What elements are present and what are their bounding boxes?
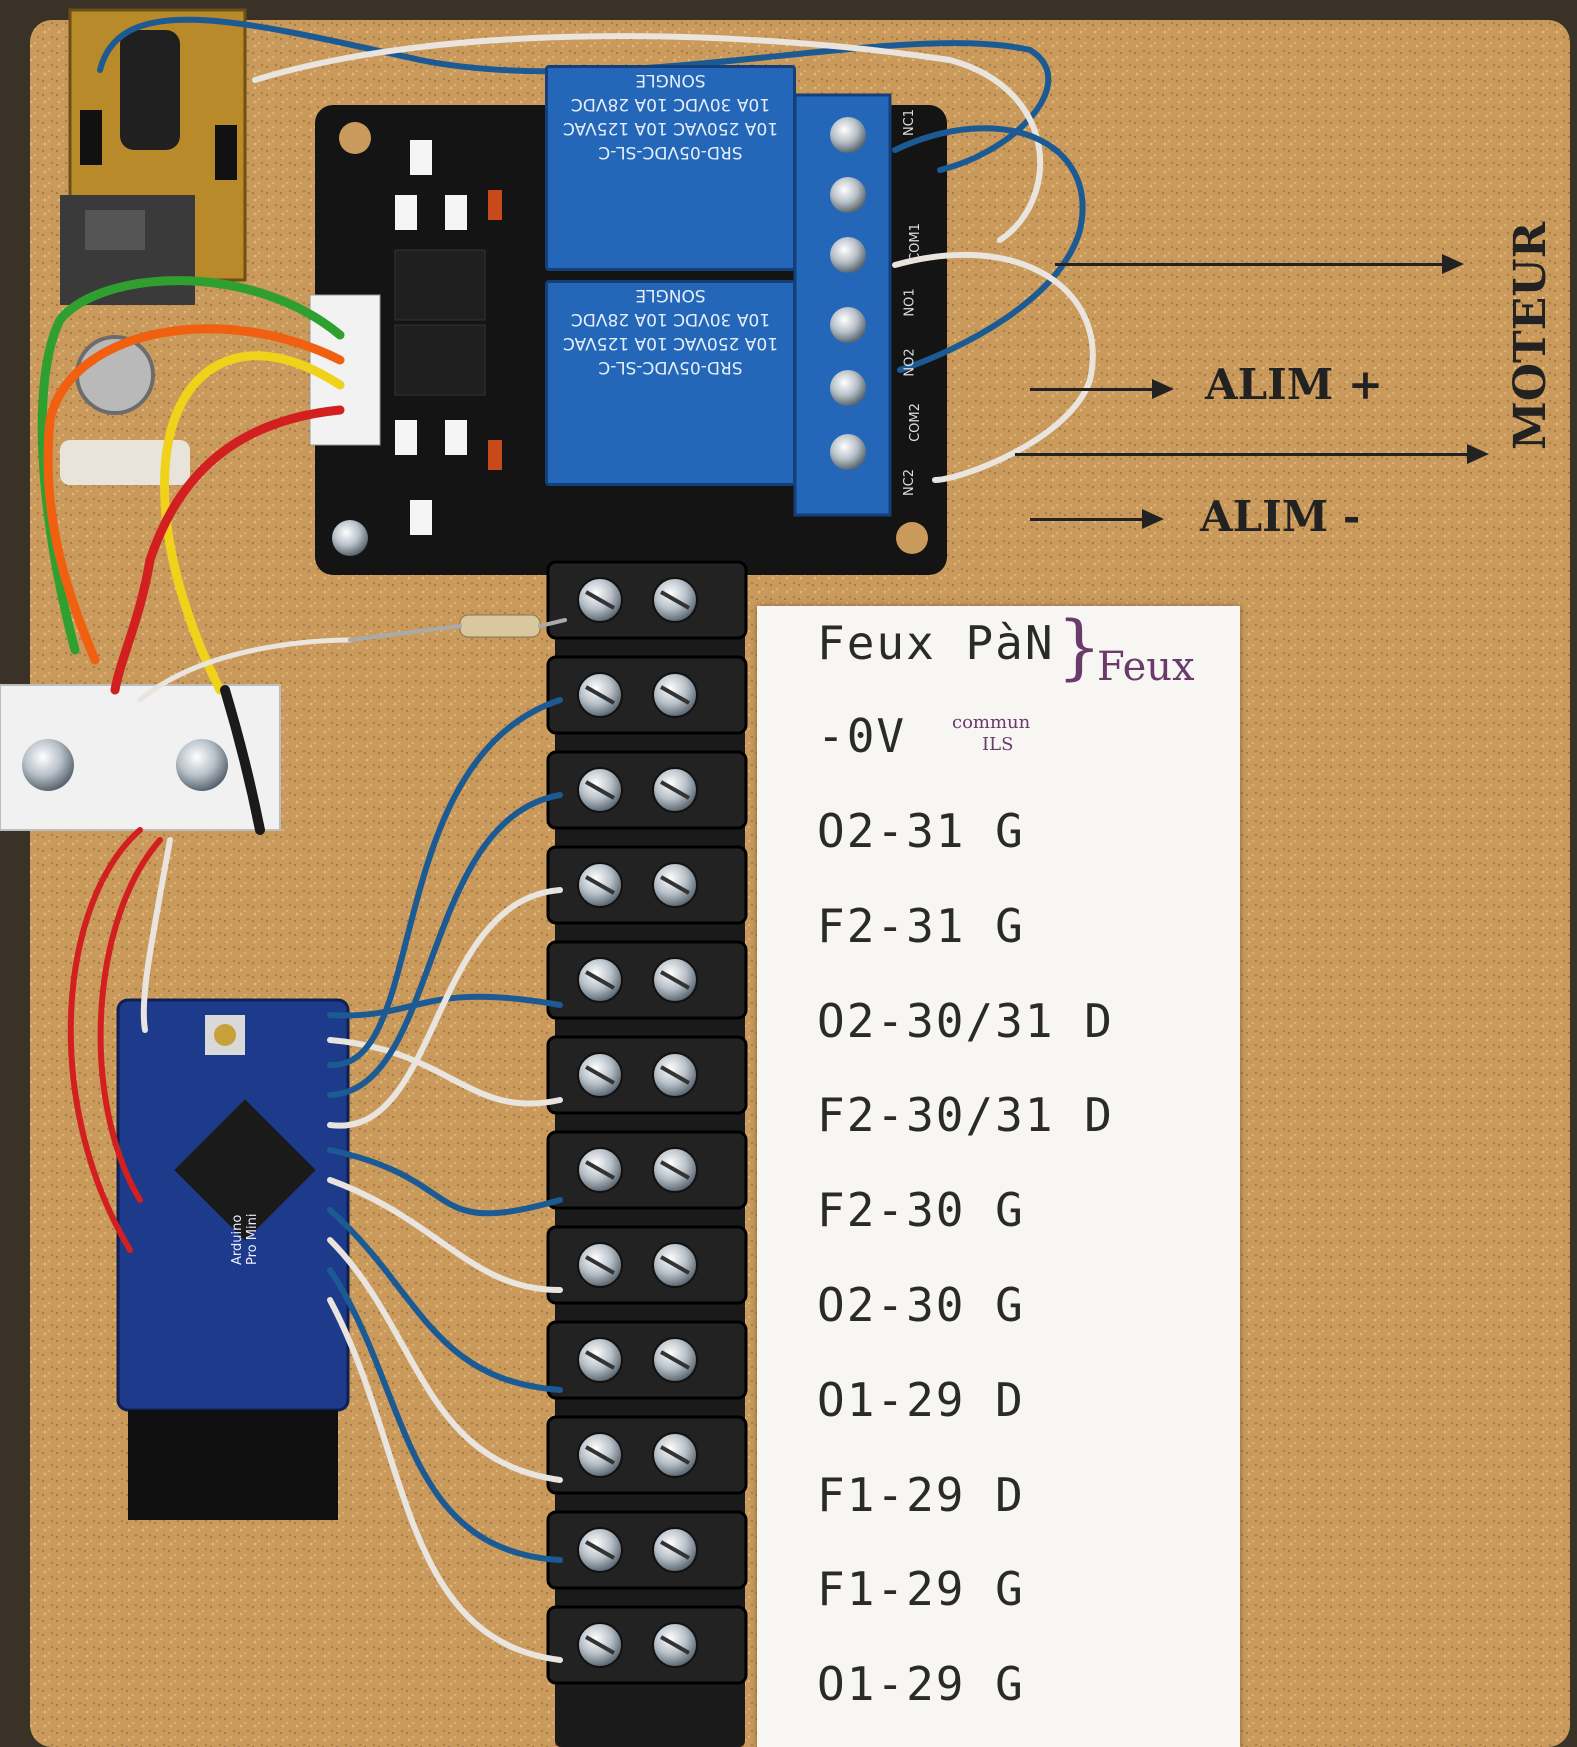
screw-slot [660,875,690,895]
relay-1-model: SRD-05VDC-SL-C [598,142,743,162]
screw [830,370,866,406]
screw-slot [585,1540,615,1560]
mark-nc2: NC2 [902,468,918,497]
label-f1-29-d: F1-29 D [817,1468,1025,1522]
screw-slot [585,685,615,705]
screw-slot [585,590,615,610]
screw [830,237,866,273]
relay-1-rating-ac: 10A 250VAC 10A 125VAC [562,118,779,138]
relay-1-brand: SONGLE [635,70,706,90]
screw-slot [585,1635,615,1655]
screw-slot [585,970,615,990]
brace: } [1057,606,1102,688]
screw-slot [585,875,615,895]
label-o1-29-g: O1-29 G [817,1657,1025,1711]
screw-slot [585,1160,615,1180]
label-f2-30-g: F2-30 G [817,1183,1025,1237]
screw-slot [660,1065,690,1085]
relay-2-rating-ac: 10A 250VAC 10A 125VAC [562,333,779,353]
mark-no1: NO1 [902,288,918,317]
arrow-moteur-top [1055,254,1464,274]
label-f2-30-31-d: F2-30/31 D [817,1088,1114,1142]
wire-clamp [0,684,281,831]
annotation-moteur: MOTEUR [1505,221,1556,450]
label-o2-30-g: O2-30 G [817,1278,1025,1332]
screw-slot [660,1160,690,1180]
arrow-alim-plus [1030,379,1174,399]
terminal-label-card: Feux PàN -0V O2-31 G F2-31 G O2-30/31 D … [757,606,1240,1747]
resistor [459,614,541,638]
arduino-label: Arduino [230,1214,245,1265]
screw-slot [660,685,690,705]
relay-2-model: SRD-05VDC-SL-C [598,357,743,377]
relay-1: SRD-05VDC-SL-C 10A 250VAC 10A 125VAC 10A… [545,65,796,271]
screw [830,307,866,343]
annotation-alim-plus: ALIM + [1205,360,1384,409]
mark-nc1: NC1 [902,108,918,137]
mark-com2: COM2 [907,403,923,442]
relay-2-rating-dc: 10A 30VDC 10A 28VDC [570,309,771,329]
screw [830,177,866,213]
screw-slot [585,1445,615,1465]
screw-slot [660,590,690,610]
annotation-alim-minus: ALIM - [1200,492,1361,541]
screw-slot [660,970,690,990]
screw-slot [585,780,615,800]
note-feux: Feux [1097,644,1195,690]
arduino-model: Pro Mini [245,1213,260,1265]
screw [830,434,866,470]
label-0v: -0V [817,709,907,763]
arduino-pro-mini [116,998,350,1520]
screw-slot [660,780,690,800]
relay-2: SRD-05VDC-SL-C 10A 250VAC 10A 125VAC 10A… [545,280,796,486]
wires [37,16,1096,1663]
arduino-header [128,1410,338,1520]
label-f2-31-g: F2-31 G [817,899,1025,953]
arrow-moteur-bottom [1015,444,1489,464]
label-o2-30-31-d: O2-30/31 D [817,994,1114,1048]
screw-slot [660,1635,690,1655]
relay-2-brand: SONGLE [635,285,706,305]
label-feux-pan: Feux PàN [817,616,1055,670]
relay-1-rating-dc: 10A 30VDC 10A 28VDC [570,94,771,114]
screw [830,117,866,153]
note-commun: commun [952,712,1031,733]
screw-slot [660,1350,690,1370]
note-ils: ILS [982,734,1014,755]
label-o1-29-d: O1-29 D [817,1373,1025,1427]
screw-slot [585,1255,615,1275]
mark-com1: COM1 [907,223,923,262]
screw-slot [585,1065,615,1085]
screw-slot [585,1350,615,1370]
screw-slot [660,1445,690,1465]
terminal-strip [546,560,748,1747]
arduino-silkscreen: Arduino Pro Mini [230,1214,260,1265]
screw-slot [660,1255,690,1275]
mark-no2: NO2 [902,348,918,377]
label-o2-31-g: O2-31 G [817,804,1025,858]
arrow-alim-minus [1030,509,1164,529]
screw-slot [660,1540,690,1560]
label-f1-29-g: F1-29 G [817,1562,1025,1616]
relay-terminal-marks: NC1 COM1 NO1 NO2 COM2 NC2 [896,109,926,515]
